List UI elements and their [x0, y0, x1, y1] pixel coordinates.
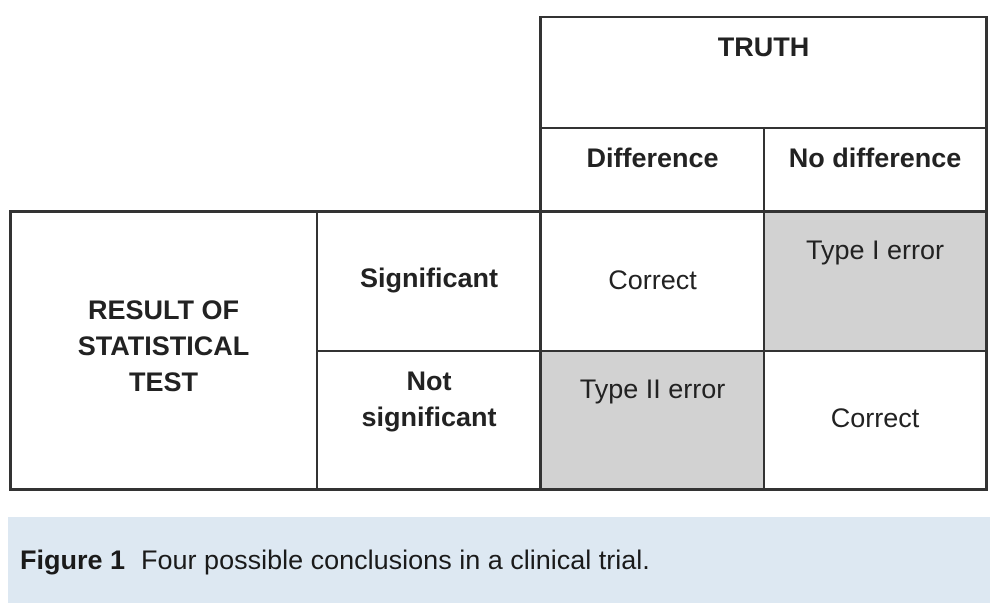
truth-header: TRUTH — [717, 32, 810, 62]
figure-caption: Figure 1 Four possible conclusions in a … — [8, 517, 990, 603]
grid-line — [316, 210, 318, 491]
grid-line — [985, 16, 988, 491]
column-header-no-difference: No difference — [788, 143, 962, 173]
cell-not-significant-no-difference: Correct — [764, 351, 986, 490]
grid-line — [539, 16, 542, 491]
grid-line — [9, 210, 12, 491]
type-ii-error-label: Type II error — [579, 374, 726, 404]
cell-significant-difference: Correct — [541, 212, 764, 351]
correct-label: Correct — [608, 265, 697, 295]
grid-line — [9, 488, 987, 491]
row-header-result: RESULT OF STATISTICAL TEST — [77, 295, 250, 397]
grid-line — [540, 16, 987, 18]
correct-label: Correct — [830, 403, 920, 433]
row-header-significant: Significant — [359, 263, 498, 293]
cell-significant-no-difference: Type I error — [764, 212, 986, 351]
grid-line — [763, 127, 765, 491]
grid-line — [9, 210, 987, 213]
conclusion-matrix: Type I error Type II error TRUTH Differe… — [9, 16, 988, 491]
grid-line — [316, 350, 987, 352]
row-header-not-significant: Not significant — [361, 366, 497, 432]
caption-label: Figure 1 — [20, 544, 126, 575]
column-header-difference: Difference — [586, 143, 719, 173]
cell-not-significant-difference: Type II error — [541, 351, 764, 490]
type-i-error-label: Type I error — [805, 235, 945, 265]
caption-text: Four possible conclusions in a clinical … — [141, 544, 650, 575]
